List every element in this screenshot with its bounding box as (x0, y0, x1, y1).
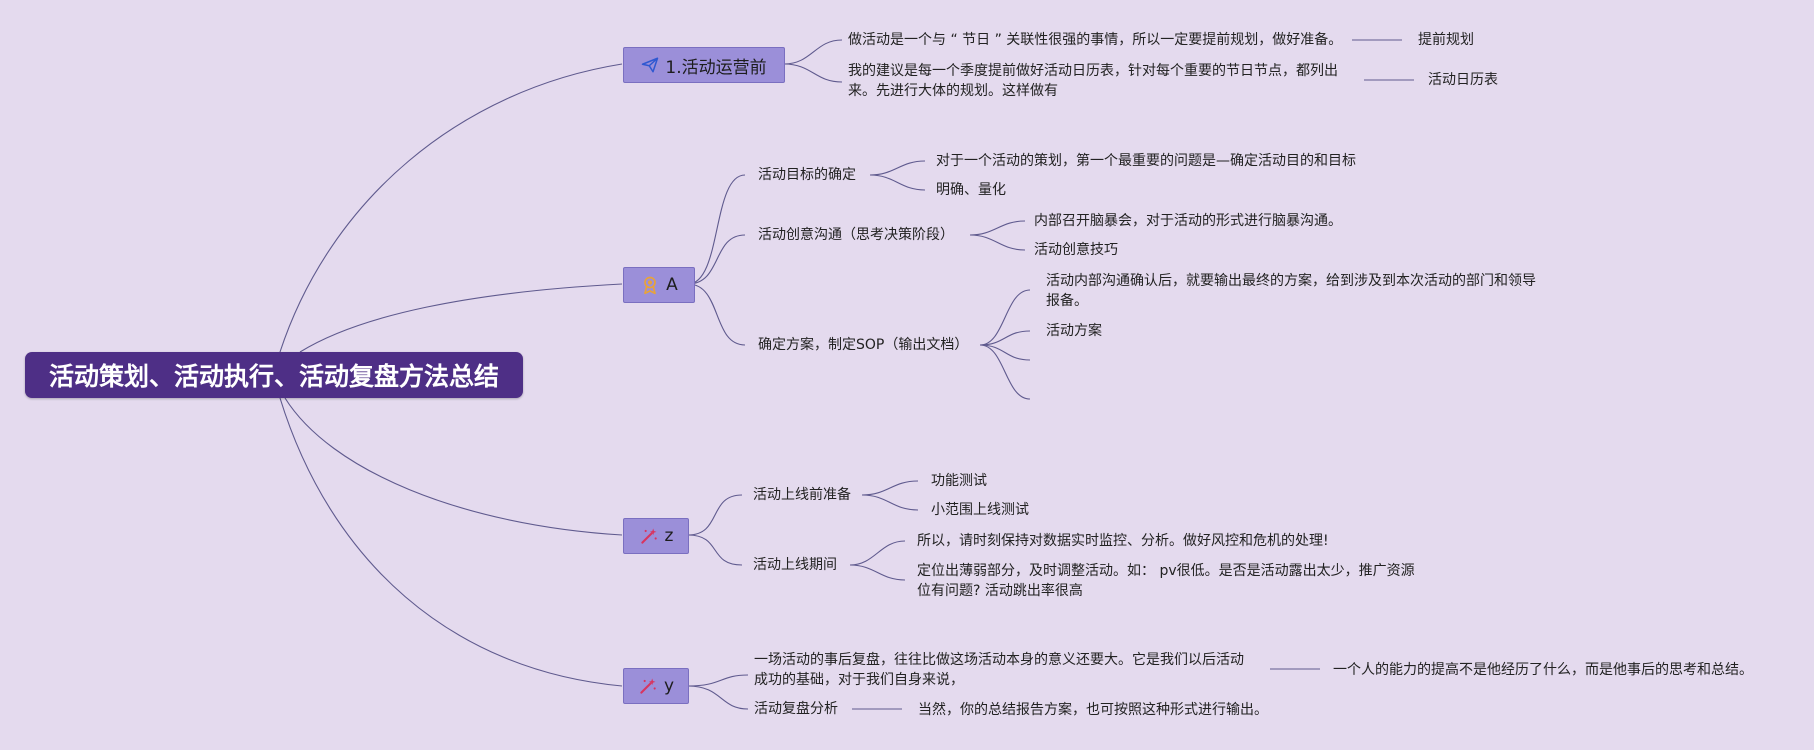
link-b2-s3-c2 (979, 330, 1031, 346)
link-b2-s3-c3 (979, 344, 1031, 361)
link-b4-s2 (687, 685, 749, 710)
sub-pre-launch[interactable]: 活动上线前准备 (753, 487, 851, 503)
leaf-small-launch-test[interactable]: 小范围上线测试 (931, 502, 1029, 518)
leaf-plan-ahead-tag[interactable]: 提前规划 (1418, 32, 1474, 48)
link-root-b2 (299, 283, 623, 353)
leaf-plan-ahead-text[interactable]: 做活动是一个与 “ 节日 ” 关联性很强的事情，所以一定要提前规划，做好准备。 (848, 32, 1343, 48)
branch-label: z (664, 526, 674, 546)
link-b3-s1-c1 (861, 480, 919, 496)
link-b3-s1-c2 (861, 494, 919, 511)
leaf-activity-plan[interactable]: 活动方案 (1046, 323, 1102, 339)
link-b2-s2 (687, 234, 746, 285)
link-b2-s3-c1 (979, 289, 1031, 346)
leaf-weak-points[interactable]: 定位出薄弱部分，及时调整活动。如： pv很低。是否是活动露出太少，推广资源位有问… (917, 563, 1415, 599)
link-b3-s1 (687, 494, 743, 536)
link-b2-s3-c4 (979, 344, 1031, 400)
link-b1-t1 (783, 39, 843, 65)
magic-wand-icon (639, 526, 659, 546)
link-b2-s1-c1 (869, 160, 926, 176)
link-b4-s1 (687, 674, 749, 687)
sub-goal-setting[interactable]: 活动目标的确定 (758, 167, 856, 183)
branch-z[interactable]: z (623, 518, 689, 554)
sub-during-launch[interactable]: 活动上线期间 (753, 557, 837, 573)
leaf-creative-skills[interactable]: 活动创意技巧 (1034, 242, 1118, 258)
branch-label: y (663, 676, 675, 696)
link-b2-s1 (687, 174, 746, 285)
branch-a[interactable]: A (623, 267, 695, 303)
link-b2-s2-c1 (969, 220, 1026, 236)
leaf-function-test[interactable]: 功能测试 (931, 473, 987, 489)
link-root-b4 (279, 397, 623, 687)
leaf-goal-question[interactable]: 对于一个活动的策划，第一个最重要的问题是—确定活动目的和目标 (936, 153, 1356, 169)
link-root-b1 (279, 63, 623, 353)
link-root-b3 (284, 397, 623, 536)
sub-creative-communication[interactable]: 活动创意沟通（思考决策阶段） (758, 227, 954, 243)
link-b3-s2-c1 (849, 540, 906, 566)
leaf-final-plan[interactable]: 活动内部沟通确认后，就要输出最终的方案，给到涉及到本次活动的部门和领导报备。 (1046, 273, 1536, 309)
leaf-report-output[interactable]: 当然，你的总结报告方案，也可按照这种形式进行输出。 (918, 702, 1268, 718)
link-b1-t2 (783, 63, 843, 83)
branch-label: 1.活动运营前 (665, 57, 767, 78)
branch-y[interactable]: y (623, 668, 689, 704)
award-ribbon-icon (640, 275, 660, 295)
leaf-realtime-monitor[interactable]: 所以，请时刻保持对数据实时监控、分析。做好风控和危机的处理! (917, 533, 1329, 549)
sub-plan-sop[interactable]: 确定方案，制定SOP（输出文档） (758, 337, 969, 353)
magic-wand-icon (638, 676, 658, 696)
branch-before-activity[interactable]: 1.活动运营前 (623, 47, 785, 83)
leaf-ability-quote[interactable]: 一个人的能力的提高不是他经历了什么，而是他事后的思考和总结。 (1333, 662, 1753, 678)
branch-label: A (666, 275, 678, 295)
link-b2-s3 (687, 283, 746, 346)
leaf-calendar-text[interactable]: 我的建议是每一个季度提前做好活动日历表，针对每个重要的节日节点，都列出来。先进行… (848, 63, 1338, 99)
link-b3-s2-c2 (849, 564, 906, 581)
sub-review-analysis[interactable]: 活动复盘分析 (754, 701, 838, 717)
root-topic[interactable]: 活动策划、活动执行、活动复盘方法总结 (25, 352, 523, 398)
link-b2-s2-c2 (969, 234, 1026, 251)
leaf-brainstorm[interactable]: 内部召开脑暴会，对于活动的形式进行脑暴沟通。 (1034, 213, 1342, 229)
link-b3-s2 (687, 534, 743, 566)
root-topic-label: 活动策划、活动执行、活动复盘方法总结 (48, 362, 499, 391)
leaf-goal-clear[interactable]: 明确、量化 (936, 182, 1006, 198)
leaf-calendar-tag[interactable]: 活动日历表 (1428, 72, 1498, 88)
link-b2-s1-c2 (869, 174, 926, 191)
sub-review-meaning[interactable]: 一场活动的事后复盘，往往比做这场活动本身的意义还要大。它是我们以后活动成功的基础… (754, 652, 1244, 688)
paper-plane-icon (641, 56, 659, 74)
